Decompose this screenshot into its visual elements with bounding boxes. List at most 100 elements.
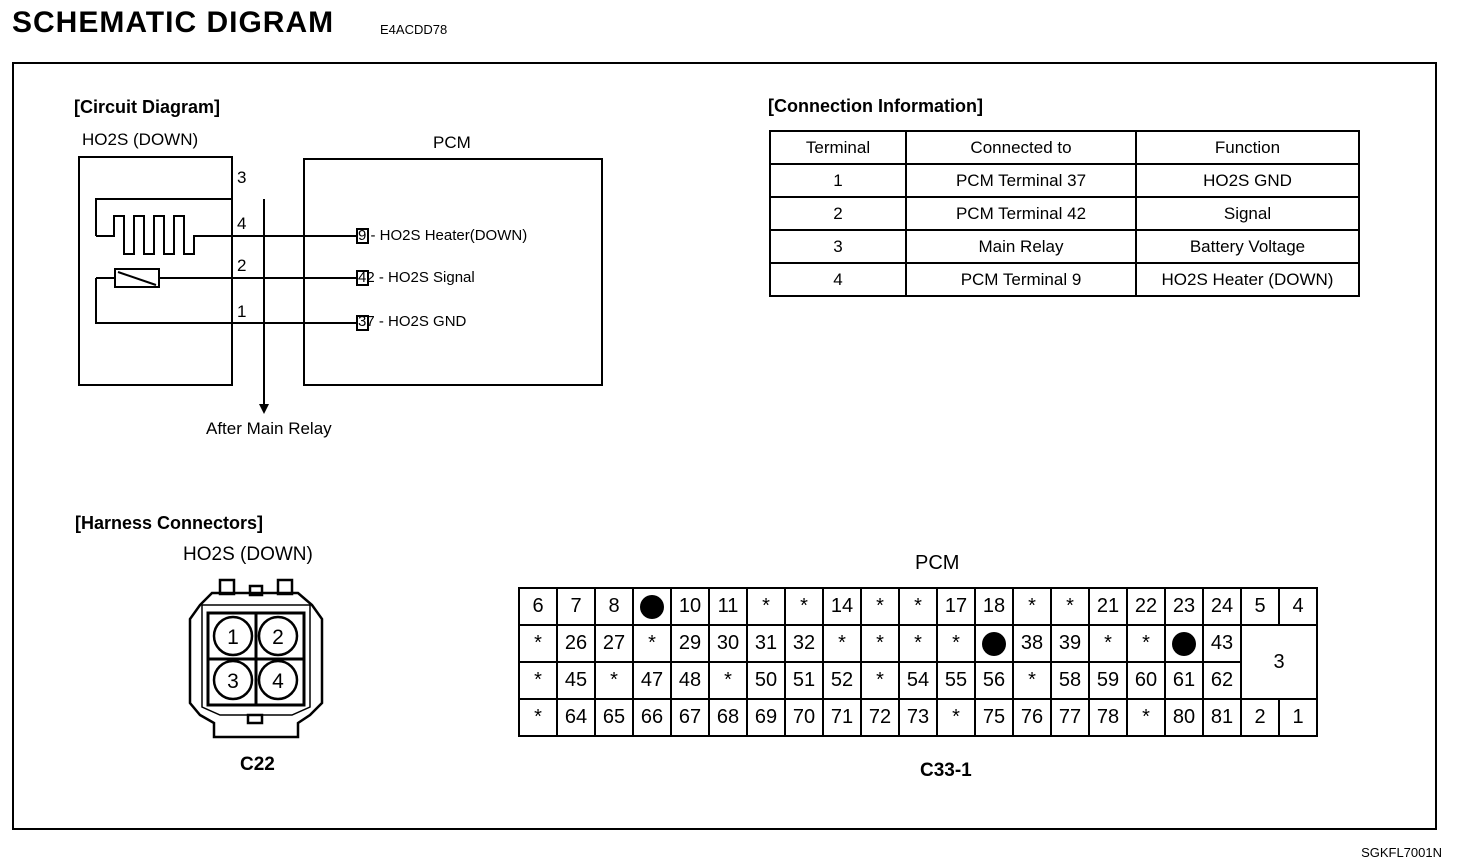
pcm-pin-cell: 7 bbox=[556, 587, 596, 626]
pin-blocked-dot-icon bbox=[640, 594, 664, 619]
pcm-pin-cell: * bbox=[1012, 587, 1052, 626]
pcm-pin-cell: 21 bbox=[1088, 587, 1128, 626]
pcm-pin-gnd: 37 - HO2S GND bbox=[358, 313, 467, 330]
table-row: 2 PCM Terminal 42 Signal bbox=[769, 196, 1360, 231]
table-cell: 1 bbox=[769, 163, 907, 198]
pcm-pin-cell: 11 bbox=[708, 587, 748, 626]
table-row: 1 PCM Terminal 37 HO2S GND bbox=[769, 163, 1360, 198]
pcm-pin-cell: 14 bbox=[822, 587, 862, 626]
sensor-pin-4: 4 bbox=[237, 214, 247, 233]
pcm-pin-cell: 50 bbox=[746, 661, 786, 700]
pcm-pin-cell: 24 bbox=[1202, 587, 1242, 626]
pcm-pin-cell: 54 bbox=[898, 661, 938, 700]
pcm-pin-cell: 18 bbox=[974, 587, 1014, 626]
c22-pin-2: 2 bbox=[272, 626, 284, 649]
c22-connector: 1 2 3 4 bbox=[188, 578, 324, 739]
heater-lead-wire bbox=[95, 198, 232, 236]
pcm-pin-cell: 30 bbox=[708, 624, 748, 663]
pcm-pin-cell: 22 bbox=[1126, 587, 1166, 626]
pcm-pin-cell: 66 bbox=[632, 698, 672, 737]
pcm-pin-cell: 62 bbox=[1202, 661, 1242, 700]
diagram-frame bbox=[12, 62, 1437, 830]
pcm-pin-cell: * bbox=[1050, 587, 1090, 626]
sensor-label: HO2S (DOWN) bbox=[82, 130, 199, 149]
pcm-pin-cell: * bbox=[1012, 661, 1052, 700]
pcm-pin-cell: 60 bbox=[1126, 661, 1166, 700]
pcm-pin-cell bbox=[1164, 624, 1204, 663]
pcm-connector-title: PCM bbox=[915, 552, 960, 574]
pcm-pin-cell: 23 bbox=[1164, 587, 1204, 626]
pcm-label: PCM bbox=[433, 133, 471, 152]
pin-blocked-dot-icon bbox=[982, 631, 1006, 656]
pcm-pin-cell: 17 bbox=[936, 587, 976, 626]
pcm-power-pin-cell: 2 bbox=[1240, 698, 1280, 737]
pcm-pin-cell: * bbox=[1088, 624, 1128, 663]
document-code: E4ACDD78 bbox=[380, 22, 448, 37]
table-cell: 3 bbox=[769, 229, 907, 264]
pcm-pin-cell: 69 bbox=[746, 698, 786, 737]
pcm-pin-cell: 77 bbox=[1050, 698, 1090, 737]
table-cell: HO2S GND bbox=[1135, 163, 1360, 198]
pcm-pin-cell: 45 bbox=[556, 661, 596, 700]
table-header-row: Terminal Connected to Function bbox=[769, 130, 1360, 165]
pcm-pin-cell: * bbox=[860, 661, 900, 700]
pcm-pin-cell: 71 bbox=[822, 698, 862, 737]
pcm-pin-cell: 81 bbox=[1202, 698, 1242, 737]
sensor-pin-3: 3 bbox=[237, 168, 247, 187]
c22-title: HO2S (DOWN) bbox=[183, 544, 313, 565]
table-cell: HO2S Heater (DOWN) bbox=[1135, 262, 1360, 297]
pcm-pin-cell bbox=[974, 624, 1014, 663]
pcm-pin-cell: 78 bbox=[1088, 698, 1128, 737]
pcm-power-pin-cell: 4 bbox=[1278, 587, 1318, 626]
c22-name: C22 bbox=[240, 754, 275, 775]
pcm-pin-cell: * bbox=[708, 661, 748, 700]
heater-element bbox=[96, 215, 232, 255]
pcm-pin-cell: * bbox=[518, 624, 558, 663]
pcm-pin-cell: 55 bbox=[936, 661, 976, 700]
harness-connectors-title: [Harness Connectors] bbox=[75, 513, 264, 533]
pcm-pin-cell: * bbox=[1126, 624, 1166, 663]
pcm-pin-cell: 73 bbox=[898, 698, 938, 737]
pcm-pin-cell: 51 bbox=[784, 661, 824, 700]
pcm-pin-cell: 32 bbox=[784, 624, 824, 663]
connection-table: Terminal Connected to Function 1 PCM Ter… bbox=[769, 130, 1360, 297]
pcm-pin-cell: 26 bbox=[556, 624, 596, 663]
pcm-pin-cell: 80 bbox=[1164, 698, 1204, 737]
pcm-pin-cell: * bbox=[860, 624, 900, 663]
pcm-pin-cell: * bbox=[936, 698, 976, 737]
pcm-power-pin-cell: 3 bbox=[1240, 624, 1318, 700]
page-title: SCHEMATIC DIGRAM bbox=[12, 6, 335, 39]
pcm-pin-cell: * bbox=[594, 661, 634, 700]
pcm-pin-cell: * bbox=[784, 587, 824, 626]
sensor-pin-2: 2 bbox=[237, 256, 247, 275]
pcm-pin-cell: 59 bbox=[1088, 661, 1128, 700]
pcm-pin-cell: 43 bbox=[1202, 624, 1242, 663]
pcm-pin-cell: 58 bbox=[1050, 661, 1090, 700]
pcm-pin-signal: 42 - HO2S Signal bbox=[358, 269, 475, 286]
table-cell: 4 bbox=[769, 262, 907, 297]
table-cell: PCM Terminal 9 bbox=[905, 262, 1137, 297]
pcm-pin-cell: 48 bbox=[670, 661, 710, 700]
pcm-box bbox=[303, 158, 603, 386]
table-cell: PCM Terminal 42 bbox=[905, 196, 1137, 231]
pcm-pin-cell: * bbox=[746, 587, 786, 626]
c22-pin-3: 3 bbox=[227, 670, 239, 693]
pcm-pin-cell: 29 bbox=[670, 624, 710, 663]
pcm-pin-cell: 47 bbox=[632, 661, 672, 700]
circuit-diagram-title: [Circuit Diagram] bbox=[74, 97, 221, 117]
pcm-pin-cell: * bbox=[518, 661, 558, 700]
header-terminal: Terminal bbox=[769, 130, 907, 165]
c22-pin-1: 1 bbox=[227, 626, 239, 649]
table-row: 3 Main Relay Battery Voltage bbox=[769, 229, 1360, 264]
header-connected-to: Connected to bbox=[905, 130, 1137, 165]
pcm-power-pin-cell: 1 bbox=[1278, 698, 1318, 737]
table-cell: Battery Voltage bbox=[1135, 229, 1360, 264]
pcm-pin-cell: 72 bbox=[860, 698, 900, 737]
pcm-pin-cell: * bbox=[1126, 698, 1166, 737]
c22-pin-4: 4 bbox=[272, 670, 284, 693]
pcm-pin-cell: * bbox=[898, 624, 938, 663]
